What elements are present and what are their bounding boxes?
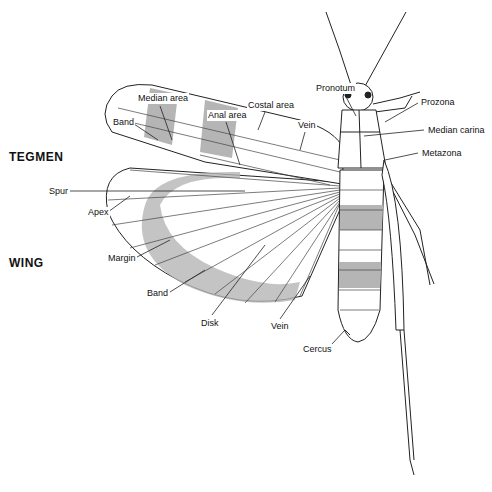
region-heading: WING <box>8 258 45 269</box>
part-label: Median area <box>137 93 189 104</box>
part-label: Disk <box>200 318 220 329</box>
part-label: Pronotum <box>315 83 356 94</box>
part-label: Band <box>112 117 135 128</box>
part-label: Spur <box>48 186 69 197</box>
part-label: Median carina <box>427 125 486 136</box>
part-label: Cercus <box>302 344 333 355</box>
part-label: Band <box>146 288 169 299</box>
part-label: Anal area <box>207 110 248 121</box>
part-label: Vein <box>297 120 317 131</box>
region-heading: TEGMEN <box>8 152 64 163</box>
part-label: Prozona <box>420 97 456 108</box>
part-label: Margin <box>107 253 137 264</box>
part-label: Vein <box>270 321 290 332</box>
part-label: Costal area <box>247 100 295 111</box>
part-label: Metazona <box>421 148 463 159</box>
part-label: Apex <box>87 207 110 218</box>
